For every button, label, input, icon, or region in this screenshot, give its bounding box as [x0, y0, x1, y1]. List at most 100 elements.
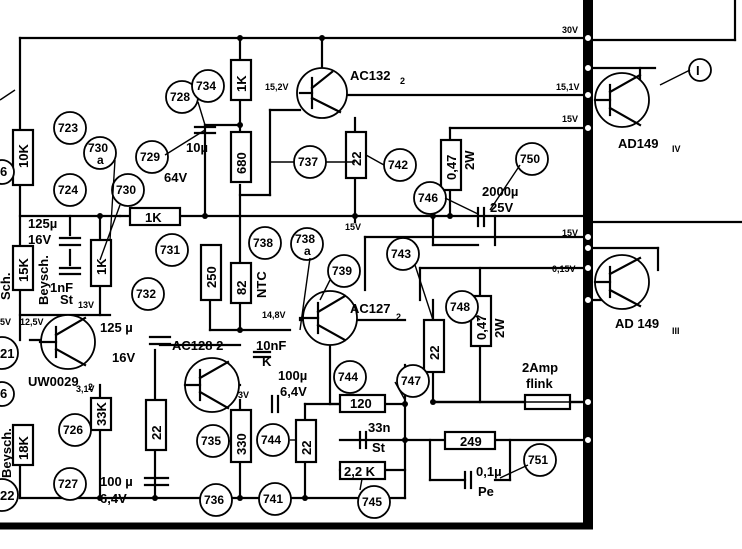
callout-748: 748: [450, 300, 470, 314]
label-15v-b: 15V: [345, 222, 361, 232]
label-c25v: 25V: [490, 200, 513, 215]
label-c64v-b: 6,4V: [280, 384, 307, 399]
label-r249: 249: [460, 434, 482, 449]
label-frag-a: 6: [0, 164, 7, 179]
terminals: [583, 33, 593, 445]
callout-732: 732: [136, 287, 156, 301]
junction-dots: [97, 35, 453, 501]
callout-734: 734: [196, 79, 216, 93]
callout-736: 736: [204, 493, 224, 507]
label-c1nf: 1nF: [50, 280, 73, 295]
label-r047a: 0,47: [444, 155, 459, 180]
label-ac127-sub: 2: [396, 312, 401, 322]
callout-744b: 744: [261, 433, 281, 447]
label-r22-736: 22: [149, 426, 164, 440]
supply-labels: 30V 15,1V 15V 15V 15V 0,15V: [345, 25, 580, 274]
label-c16v-a: 16V: [28, 232, 51, 247]
label-r15k: 15K: [16, 258, 31, 282]
resistor-labels: 10K 1K 680 22 0,47 2W 1K 1K 15K 250 82 N…: [16, 75, 507, 479]
label-st-b: St: [372, 440, 386, 455]
transistor-uw0029: [38, 314, 96, 370]
label-r22-742: 22: [349, 152, 364, 166]
label-0-15v: 0,15V: [552, 264, 576, 274]
callout-728: 728: [170, 90, 190, 104]
label-k: K: [262, 354, 272, 369]
label-c01u: 0,1µ: [476, 464, 502, 479]
label-r2w-a: 2W: [462, 150, 477, 170]
callout-729: 729: [140, 150, 160, 164]
label-c100u-a: 100µ: [278, 368, 307, 383]
callout-numbers: 723 724 726 727 728 729 730 730 a 731 73…: [58, 79, 548, 509]
label-ad149-iv-sub: IV: [672, 144, 681, 154]
label-c33n: 33n: [368, 420, 390, 435]
misc-labels: Beysch. Beysch. I 6 6 21 22 Sch.: [0, 63, 700, 503]
label-ac128: AC128 2: [172, 338, 223, 353]
callout-743: 743: [391, 247, 411, 261]
wiring: [18, 36, 660, 500]
callout-746: 746: [418, 191, 438, 205]
callout-shapes: [0, 58, 712, 519]
callout-745: 745: [362, 495, 382, 509]
label-r1k-top: 1K: [234, 75, 249, 92]
label-15v-a: 15V: [562, 114, 578, 124]
callout-739: 739: [332, 264, 352, 278]
label-r680: 680: [234, 152, 249, 174]
callout-744: 744: [338, 370, 358, 384]
transistor-ad149-iv: [593, 72, 650, 128]
label-pe: Pe: [478, 484, 494, 499]
callout-742: 742: [388, 158, 408, 172]
voltage-12-5v: 12,5V: [20, 317, 44, 327]
callout-738: 738: [253, 236, 273, 250]
label-ac127: AC127: [350, 301, 390, 316]
label-r10k: 10K: [16, 144, 31, 168]
transistor-labels: AC132 2 AD149 IV AD 149 III AC127 2 AC12…: [28, 68, 681, 392]
callout-735: 735: [201, 434, 221, 448]
label-c125u-a: 125µ: [28, 216, 57, 231]
label-r1k-mid: 1K: [145, 210, 162, 225]
label-c125u-b: 125 µ: [100, 320, 133, 335]
callout-738a-sub: a: [304, 244, 311, 258]
label-roman-i: I: [696, 63, 700, 78]
callout-727: 727: [58, 477, 78, 491]
label-frag-d: 22: [0, 488, 14, 503]
label-frag-e: Sch.: [0, 273, 13, 300]
label-r2w-b: 2W: [492, 318, 507, 338]
label-r250: 250: [204, 266, 219, 288]
label-ad149-iii-sub: III: [672, 326, 680, 336]
label-c100u-b: 100 µ: [100, 474, 133, 489]
capacitor-labels: 10µ 64V 125µ 16V 1nF St 2000µ 25V 125 µ …: [28, 140, 518, 506]
label-beysch-b: Beysch.: [0, 428, 14, 478]
transistor-ac128: [183, 357, 240, 413]
label-r82: 82: [234, 281, 249, 295]
callout-730: 730: [116, 183, 136, 197]
label-ad149-iv: AD149: [618, 136, 658, 151]
callout-730a: 730: [88, 141, 108, 155]
label-15-1v: 15,1V: [556, 82, 580, 92]
label-uw0029: UW0029: [28, 374, 79, 389]
label-fuse-rating: 2Amp: [522, 360, 558, 375]
voltage-13v: 13V: [78, 300, 94, 310]
label-frag-c: 21: [0, 346, 14, 361]
label-c2000u: 2000µ: [482, 184, 518, 199]
label-st-a: St: [60, 292, 74, 307]
label-15v-c: 15V: [562, 228, 578, 238]
callout-751: 751: [528, 453, 548, 467]
transistor-ad149-iii: [593, 254, 650, 310]
label-r22-744: 22: [299, 441, 314, 455]
label-c10nf: 10nF: [256, 338, 286, 353]
label-r330: 330: [234, 433, 249, 455]
transistor-ac127: [298, 290, 358, 346]
callout-731: 731: [160, 243, 180, 257]
callout-730a-sub: a: [97, 153, 104, 167]
label-ntc: NTC: [254, 271, 269, 298]
label-r047b: 0,47: [474, 315, 489, 340]
callout-738a: 738: [295, 232, 315, 246]
label-r120: 120: [350, 396, 372, 411]
label-c10u: 10µ: [186, 140, 208, 155]
label-beysch-a: Beysch.: [36, 255, 51, 305]
voltage-15-2v: 15,2V: [265, 82, 289, 92]
label-r22-743: 22: [427, 346, 442, 360]
callout-750: 750: [520, 152, 540, 166]
callout-723: 723: [58, 121, 78, 135]
